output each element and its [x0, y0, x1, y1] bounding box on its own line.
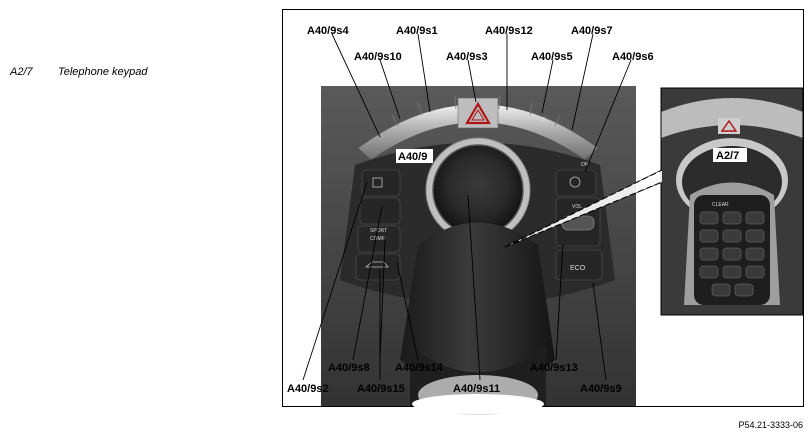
label-a40-9s8: A40/9s8 — [328, 362, 370, 374]
label-a40-9s13: A40/9s13 — [530, 362, 578, 374]
media-button-print: MEDIA — [503, 114, 520, 120]
comf-button-print: COMF — [370, 236, 385, 242]
label-a40-9s9: A40/9s9 — [580, 383, 622, 395]
label-a40-9: A40/9 — [398, 151, 427, 163]
sport-button-print: SPORT — [370, 228, 387, 234]
label-a40-9s4: A40/9s4 — [307, 25, 349, 37]
vol-print: VOL — [572, 204, 582, 210]
label-a40-9s2: A40/9s2 — [287, 383, 329, 395]
clear-key-print: CLEAR — [712, 202, 729, 208]
radio-button-print: RADIO — [431, 114, 447, 120]
eco-button-print: ECO — [570, 265, 586, 272]
label-a40-9s14: A40/9s14 — [395, 362, 444, 374]
label-a40-9s7: A40/9s7 — [571, 25, 613, 37]
label-a40-9s5: A40/9s5 — [531, 51, 573, 63]
label-a40-9s3: A40/9s3 — [446, 51, 488, 63]
label-a40-9s11: A40/9s11 — [453, 383, 500, 395]
label-a2-7: A2/7 — [716, 150, 739, 162]
label-a40-9s6: A40/9s6 — [612, 51, 654, 63]
label-a40-9s12: A40/9s12 — [485, 25, 533, 37]
tel-button-print: TEL — [538, 117, 547, 123]
label-a40-9s15: A40/9s15 — [357, 383, 405, 395]
label-a40-9s10: A40/9s10 — [354, 51, 402, 63]
label-a40-9s1: A40/9s1 — [396, 25, 438, 37]
inset-photo: CLEAR — [661, 88, 803, 315]
